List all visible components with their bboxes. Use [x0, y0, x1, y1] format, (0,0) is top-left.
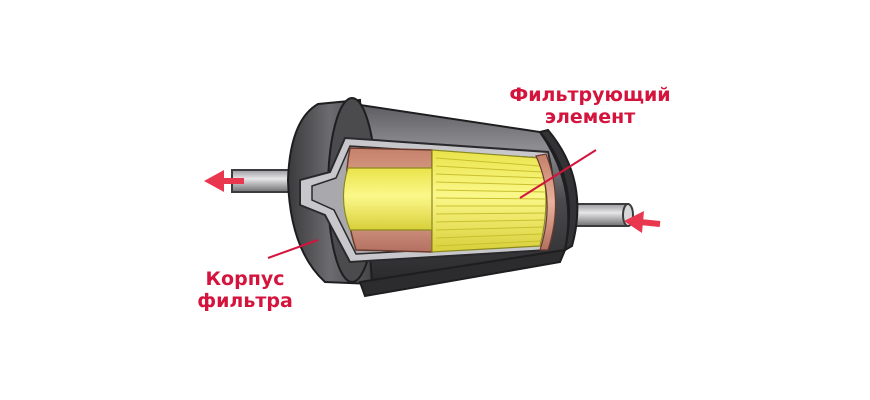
filter-housing-label: Корпус фильтра	[185, 268, 305, 312]
filter-element-label: Фильтрующий элемент	[500, 84, 680, 128]
filter-element	[342, 147, 557, 253]
filter-housing-label-line2: фильтра	[197, 290, 293, 312]
filter-housing-label-line1: Корпус	[205, 268, 285, 290]
filter-element-label-line2: элемент	[544, 106, 636, 128]
outlet-arrow-icon	[204, 170, 244, 192]
filter-element-label-line1: Фильтрующий	[509, 84, 671, 106]
element-leader-line	[519, 149, 597, 199]
inlet-arrow-icon	[624, 211, 661, 233]
filter-pleats	[435, 157, 547, 247]
housing-leader-line	[267, 239, 319, 259]
